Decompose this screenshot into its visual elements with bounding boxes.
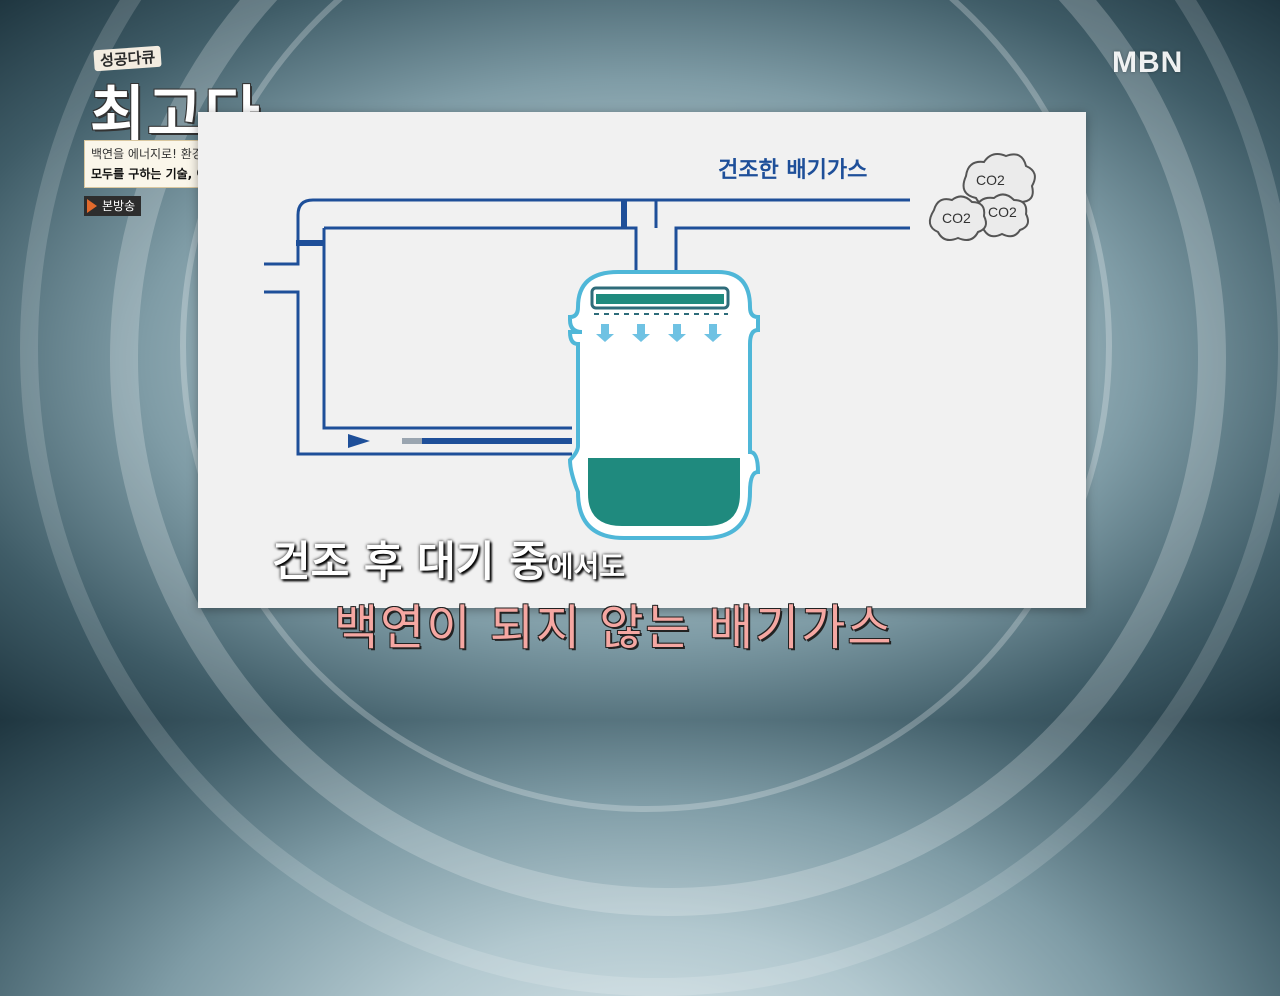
pipe-junction: [296, 240, 324, 246]
co2-clouds: [928, 153, 1036, 241]
co2-label: CO2: [976, 172, 1005, 188]
tank-liquid: [588, 458, 740, 526]
tank-right-intake-pipe: [674, 226, 910, 272]
absorption-tank: [567, 270, 761, 540]
exhaust-label: 건조한 배기가스: [718, 158, 868, 183]
co2-label: CO2: [988, 204, 1017, 220]
subtitle-line1-suffix: 에서도: [547, 550, 625, 583]
channel-logo: MBN: [1112, 46, 1184, 79]
inner-return-pipe: [322, 228, 572, 430]
flow-arrow-icon: [348, 434, 370, 448]
pipe-lines: [264, 198, 910, 456]
top-outer-pipe: [264, 198, 910, 266]
subtitle-line2: 백연이 되지 않는 배기가스: [334, 600, 894, 656]
subtitle-line1-main: 건조 후 대기 중: [272, 537, 548, 586]
flow-line: [402, 438, 572, 444]
broadcast-badge-label: 본방송: [102, 199, 136, 213]
bottom-outer-pipe: [264, 290, 572, 456]
exhaust-diagram: [264, 153, 1036, 540]
spray-arrows: [596, 324, 722, 342]
diagram-panel: CO2 CO2 CO2: [198, 112, 1086, 608]
tank-left-intake-pipe: [324, 226, 638, 272]
pipe-junction: [621, 200, 627, 228]
co2-label: CO2: [942, 210, 971, 226]
subtitle-line1: 건조 후 대기 중에서도: [272, 528, 625, 589]
flow-line-gap: [402, 438, 422, 444]
badge-arrow-icon: [87, 199, 97, 213]
broadcast-badge: 본방송: [84, 196, 142, 216]
co2-cloud-icon: [928, 195, 987, 241]
co2-cloud-icon: [973, 193, 1029, 238]
